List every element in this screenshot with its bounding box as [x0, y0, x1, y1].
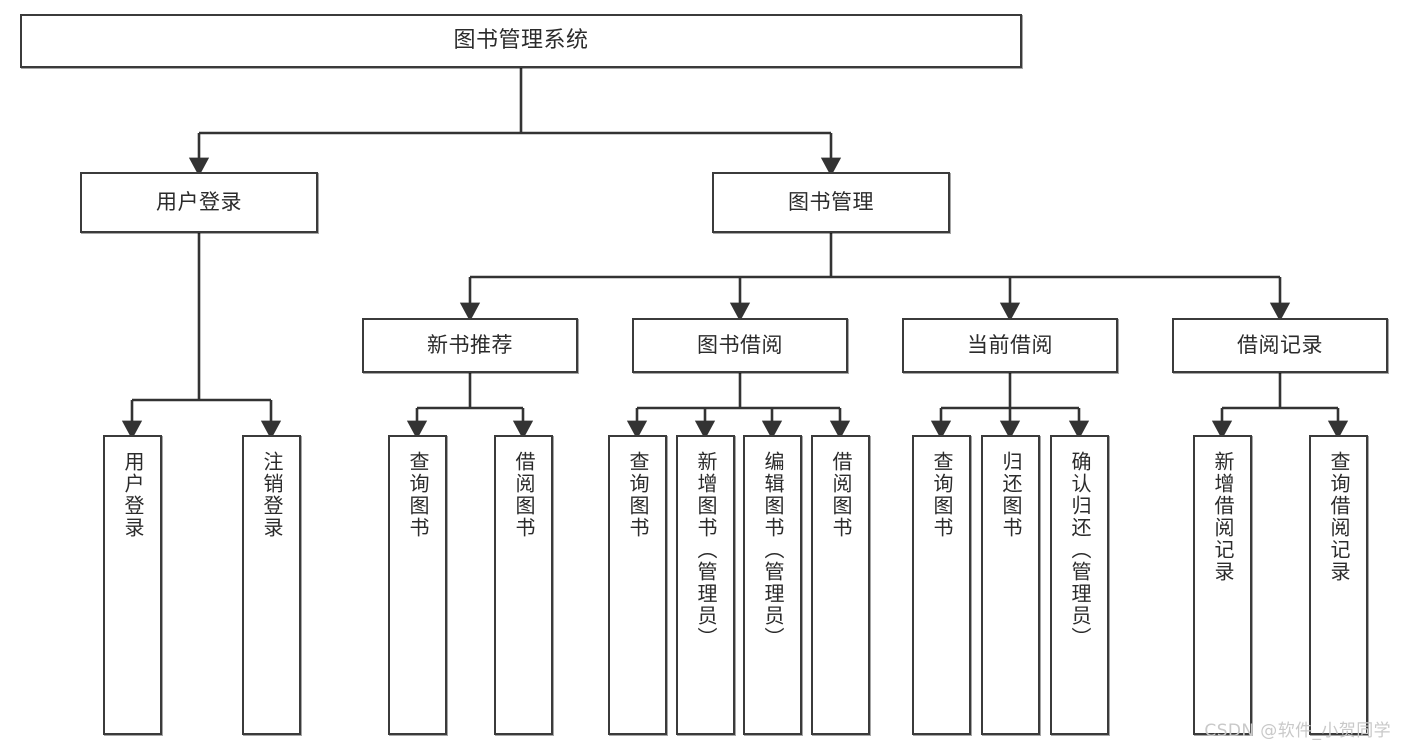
node-label: 用户登录 — [121, 451, 145, 539]
node-new-book-recommend[interactable]: 新书推荐 — [362, 318, 578, 373]
node-label: 新增借阅记录 — [1211, 451, 1235, 583]
leaf-book-borrow-borrow-book[interactable]: 借阅图书 — [811, 435, 870, 735]
node-borrow-record[interactable]: 借阅记录 — [1172, 318, 1388, 373]
node-label: 新增图书（管理员） — [694, 451, 718, 649]
csdn-watermark: CSDN @软件_小贺同学 — [1204, 721, 1391, 741]
node-book-borrow[interactable]: 图书借阅 — [632, 318, 848, 373]
node-root-book-management-system[interactable]: 图书管理系统 — [20, 14, 1022, 68]
node-label: 借阅图书 — [512, 451, 536, 539]
node-label: 图书管理 — [788, 190, 874, 215]
node-label: 借阅记录 — [1237, 333, 1323, 358]
node-label: 图书管理系统 — [453, 28, 589, 54]
node-label: 查询图书 — [930, 451, 954, 539]
node-label: 查询图书 — [626, 451, 650, 539]
leaf-current-borrow-return-book[interactable]: 归还图书 — [981, 435, 1040, 735]
node-label: 注销登录 — [260, 451, 284, 539]
leaf-book-borrow-add-book-admin[interactable]: 新增图书（管理员） — [676, 435, 735, 735]
node-label: 归还图书 — [999, 451, 1023, 539]
node-label: 查询借阅记录 — [1327, 451, 1351, 583]
leaf-current-borrow-query-book[interactable]: 查询图书 — [912, 435, 971, 735]
leaf-borrow-record-add-record[interactable]: 新增借阅记录 — [1193, 435, 1252, 735]
node-label: 编辑图书（管理员） — [761, 451, 785, 649]
leaf-book-borrow-query-book[interactable]: 查询图书 — [608, 435, 667, 735]
node-label: 借阅图书 — [829, 451, 853, 539]
node-user-login[interactable]: 用户登录 — [80, 172, 318, 233]
node-label: 查询图书 — [406, 451, 430, 539]
leaf-book-borrow-edit-book-admin[interactable]: 编辑图书（管理员） — [743, 435, 802, 735]
leaf-borrow-record-query-record[interactable]: 查询借阅记录 — [1309, 435, 1368, 735]
leaf-new-book-borrow-book[interactable]: 借阅图书 — [494, 435, 553, 735]
node-current-borrow[interactable]: 当前借阅 — [902, 318, 1118, 373]
leaf-current-borrow-confirm-return-admin[interactable]: 确认归还（管理员） — [1050, 435, 1109, 735]
node-book-management[interactable]: 图书管理 — [712, 172, 950, 233]
leaf-new-book-query-book[interactable]: 查询图书 — [388, 435, 447, 735]
leaf-user-login-login[interactable]: 用户登录 — [103, 435, 162, 735]
node-label: 新书推荐 — [427, 333, 513, 358]
node-label: 当前借阅 — [967, 333, 1053, 358]
node-label: 用户登录 — [156, 190, 242, 215]
node-label: 图书借阅 — [697, 333, 783, 358]
node-label: 确认归还（管理员） — [1068, 451, 1092, 649]
leaf-user-login-logout[interactable]: 注销登录 — [242, 435, 301, 735]
